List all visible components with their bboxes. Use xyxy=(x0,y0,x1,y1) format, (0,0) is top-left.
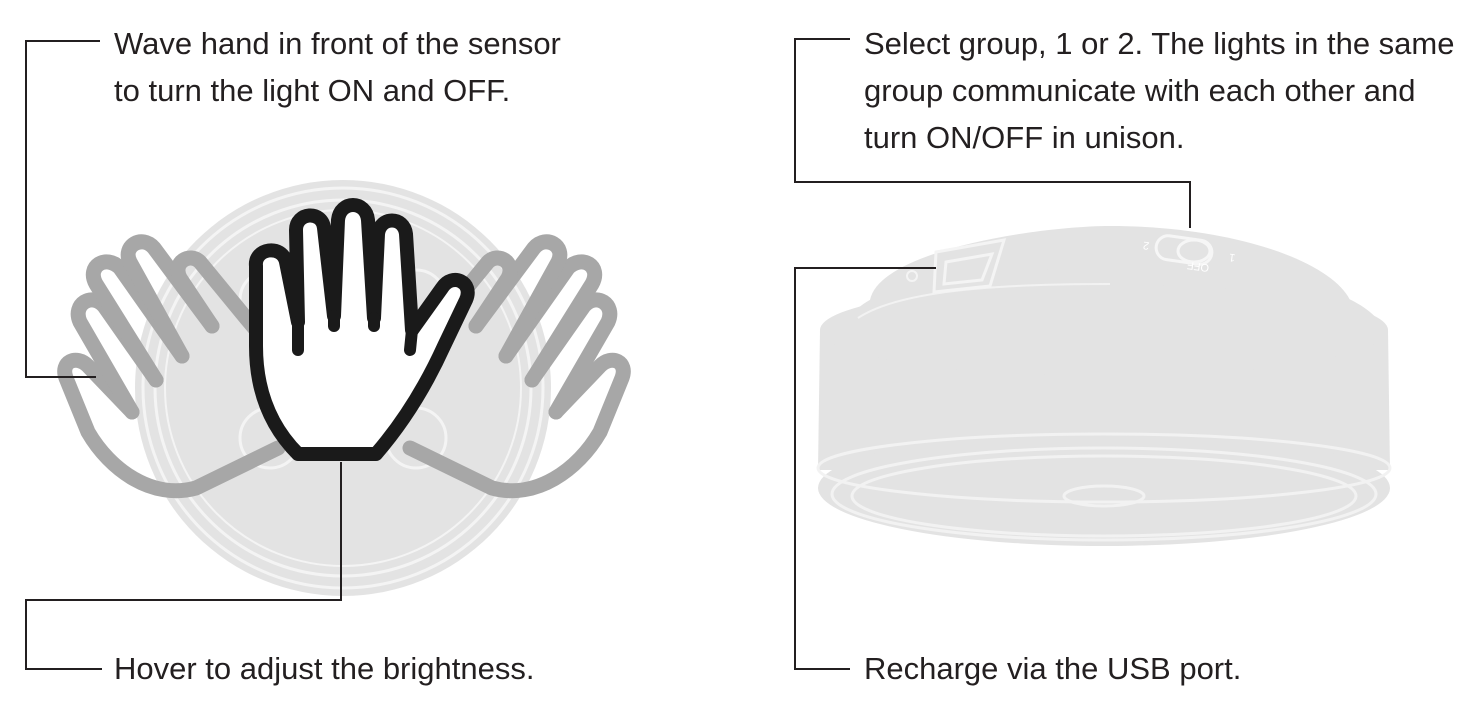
hand-outline-black-icon xyxy=(249,198,475,461)
hand-outline-gray-icon xyxy=(402,234,631,499)
callout-wave-line-1: Wave hand in front of the sensor xyxy=(114,26,561,61)
callout-group-line-1: Select group, 1 or 2. The lights in the … xyxy=(864,26,1455,61)
leader-line-wave xyxy=(25,40,100,378)
group-switch-icon xyxy=(1154,234,1214,266)
callout-hover-line-1: Hover to adjust the brightness. xyxy=(114,651,535,686)
hand-outline-gray-icon xyxy=(57,234,286,499)
callout-wave-line-2: to turn the light ON and OFF. xyxy=(114,73,511,108)
leader-line-usb xyxy=(794,267,936,670)
leader-line-group xyxy=(794,38,1191,228)
leader-line-hover xyxy=(25,462,342,670)
callout-select-group: Select group, 1 or 2. The lights in the … xyxy=(864,20,1454,161)
switch-label-1: 1 xyxy=(1228,251,1236,264)
callout-hover-brightness: Hover to adjust the brightness. xyxy=(114,645,534,692)
callout-usb-line-1: Recharge via the USB port. xyxy=(864,651,1242,686)
usb-port-icon xyxy=(906,238,1007,294)
switch-label-off: OFF xyxy=(1186,258,1210,273)
switch-label-2: 2 xyxy=(1142,239,1150,252)
callout-wave-hand: Wave hand in front of the sensor to turn… xyxy=(114,20,561,114)
callout-usb-recharge: Recharge via the USB port. xyxy=(864,645,1241,692)
callout-group-line-2: group communicate with each other and xyxy=(864,73,1416,108)
callout-group-line-3: turn ON/OFF in unison. xyxy=(864,120,1185,155)
light-side-view xyxy=(816,226,1392,546)
